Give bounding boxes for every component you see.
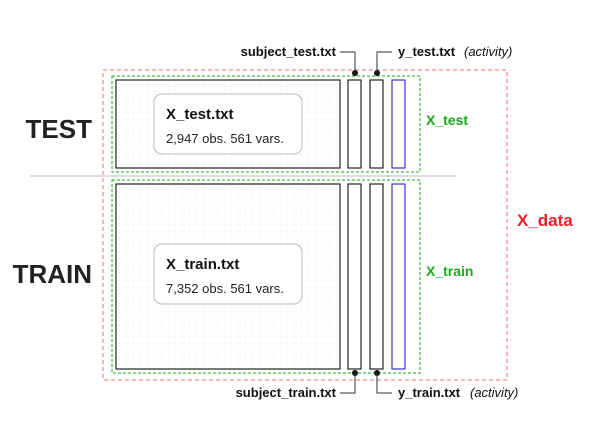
- x-train-filename: X_train.txt: [166, 256, 239, 273]
- y-test-label: y_test.txt: [398, 44, 456, 59]
- x-test-card: [153, 93, 303, 155]
- y-train-activity-note: (activity): [470, 385, 518, 400]
- y-test-column: [369, 79, 384, 169]
- x-train-card: [153, 243, 303, 305]
- subject-train-label: subject_train.txt: [236, 385, 337, 400]
- y-train-column: [369, 183, 384, 370]
- x-train-description: 7,352 obs. 561 vars.: [166, 281, 284, 296]
- x-test-group-frame: [111, 75, 421, 173]
- x-train-group-frame: [111, 179, 421, 374]
- y-test-leader: [376, 51, 392, 73]
- x-data-group-label: X_data: [517, 211, 573, 230]
- subject-test-column: [347, 79, 362, 169]
- x-test-group-label: X_test: [426, 112, 468, 128]
- y-train-label: y_train.txt: [398, 385, 461, 400]
- y-train-leader: [376, 373, 392, 394]
- subject-train-leader: [340, 373, 356, 394]
- activity-test-column: [391, 79, 406, 169]
- x-test-description: 2,947 obs. 561 vars.: [166, 131, 284, 146]
- activity-train-column: [391, 183, 406, 370]
- x-test-filename: X_test.txt: [166, 106, 234, 123]
- test-section-label: TEST: [26, 114, 93, 144]
- subject-train-column: [347, 183, 362, 370]
- subject-test-leader: [340, 51, 356, 73]
- y-test-activity-note: (activity): [464, 44, 512, 59]
- x-train-group-label: X_train: [426, 263, 473, 279]
- train-section-label: TRAIN: [13, 259, 92, 289]
- subject-test-label: subject_test.txt: [241, 44, 337, 59]
